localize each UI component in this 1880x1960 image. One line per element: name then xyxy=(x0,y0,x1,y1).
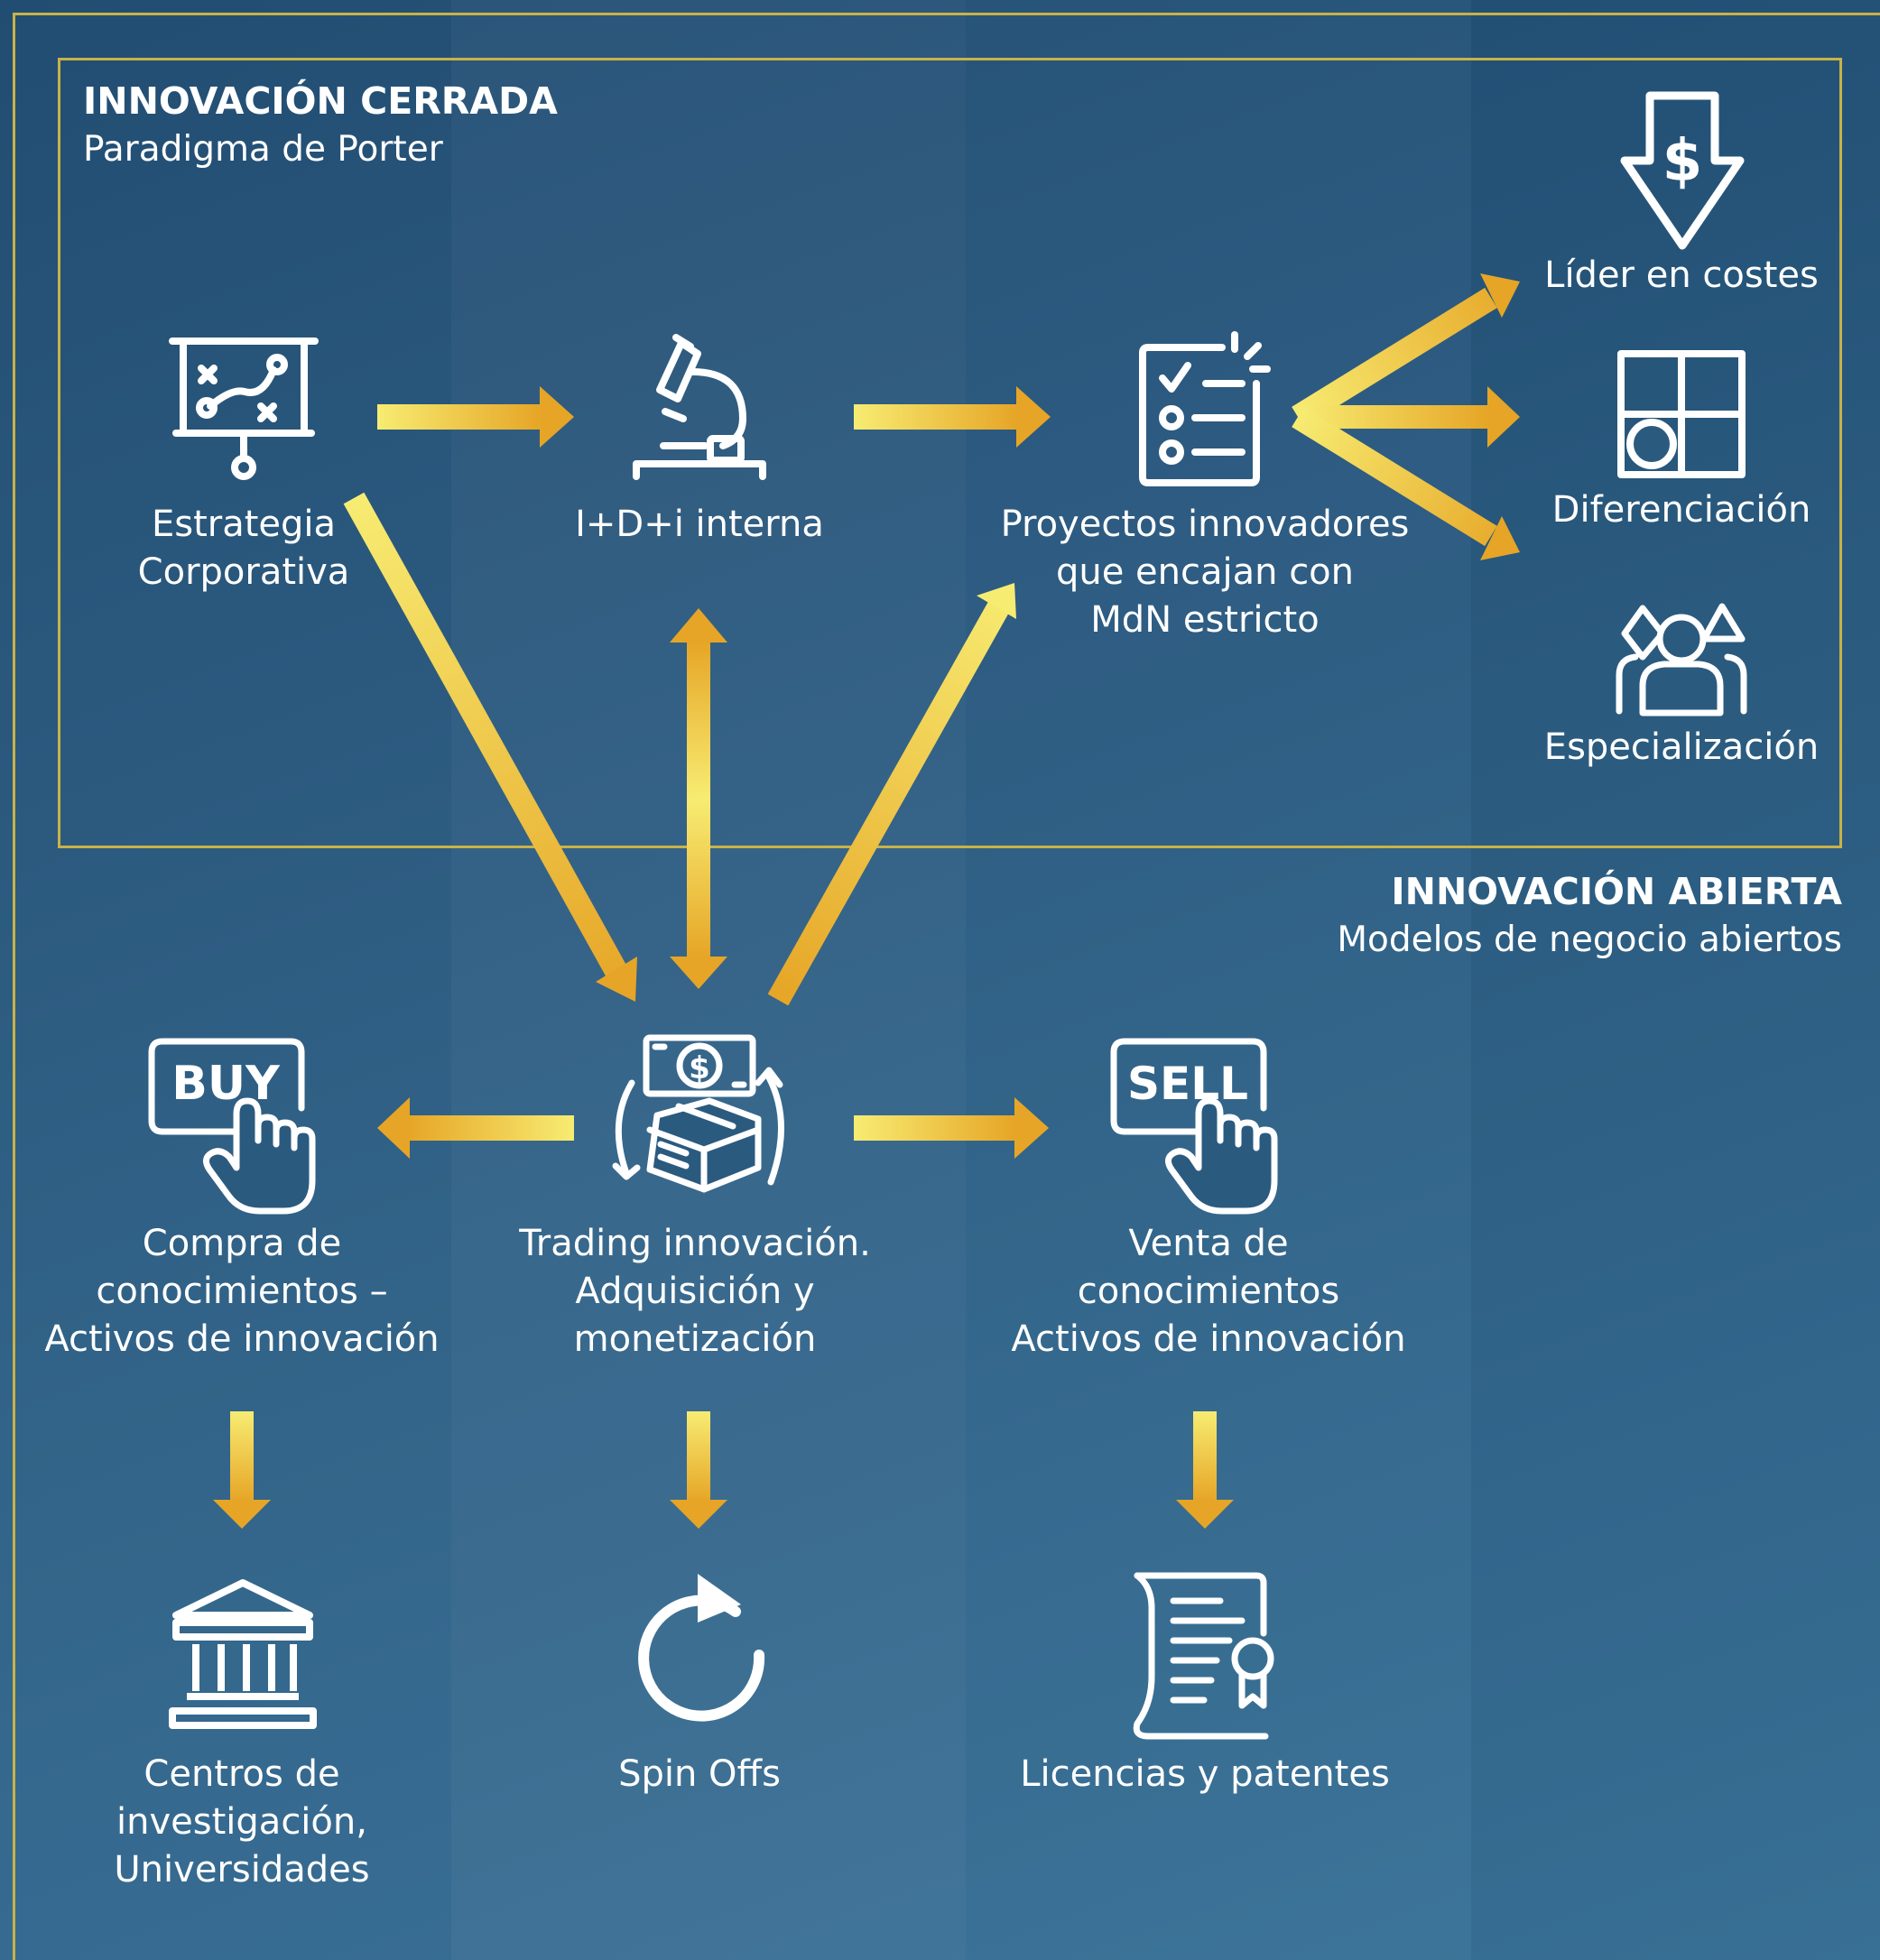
buy-button-icon: BUY xyxy=(148,1038,316,1215)
buy-label: BUY xyxy=(171,1057,281,1111)
university-building-icon xyxy=(169,1579,317,1729)
specialization-people-icon xyxy=(1616,603,1747,717)
strategy-label: Estrategia Corporativa xyxy=(137,504,350,593)
trading-label: Trading innovación. Adquisición y moneti… xyxy=(519,1223,871,1360)
arrow-trading-to-buy xyxy=(377,1097,574,1159)
arrow-strategy-to-trading xyxy=(343,492,637,1002)
license-certificate-icon xyxy=(1133,1572,1274,1740)
arrow-sell-to-licenses xyxy=(1176,1411,1234,1529)
spinoffs-label: Spin Offs xyxy=(618,1753,781,1795)
arrow-strategy-to-rnd xyxy=(377,386,574,448)
projects-label: Proyectos innovadores que encajan con Md… xyxy=(1000,504,1410,641)
sell-label: SELL xyxy=(1127,1058,1248,1110)
cost-down-arrow-icon: $ xyxy=(1620,91,1745,250)
differentiation-grid-icon xyxy=(1617,350,1746,478)
sell-knowledge-label: Venta de conocimientos Activos de innova… xyxy=(1011,1223,1406,1360)
closed-innovation-frame xyxy=(58,58,1842,848)
arrow-buy-to-research xyxy=(213,1411,271,1529)
arrow-trading-to-sell xyxy=(854,1097,1049,1159)
closed-innovation-title: INNOVACIÓN CERRADA xyxy=(83,79,558,123)
arrow-projects-to-differentiation xyxy=(1298,386,1520,448)
arrow-projects-to-cost-leader xyxy=(1292,273,1520,428)
arrow-trading-to-projects xyxy=(767,583,1016,1006)
arrow-rnd-trading-bidirectional xyxy=(670,608,727,989)
arrow-trading-to-spinoffs xyxy=(670,1411,727,1529)
strategy-board-icon xyxy=(169,337,319,480)
research-centers-label: Centros de investigación, Universidades xyxy=(114,1753,370,1891)
closed-innovation-subtitle: Paradigma de Porter xyxy=(83,129,443,170)
specialization-label: Especialización xyxy=(1543,726,1820,768)
cost-leader-label: Líder en costes xyxy=(1544,254,1819,296)
microscope-icon xyxy=(633,334,766,480)
dollar-sign: $ xyxy=(1662,128,1703,195)
trading-money-box-icon: $ xyxy=(612,1034,784,1193)
open-innovation-subtitle: Modelos de negocio abiertos xyxy=(1337,920,1842,960)
refresh-spinoff-icon xyxy=(638,1574,765,1722)
differentiation-label: Diferenciación xyxy=(1551,489,1811,531)
rnd-label: I+D+i interna xyxy=(575,504,824,545)
arrow-projects-to-specialization xyxy=(1292,406,1520,560)
open-innovation-title: INNOVACIÓN ABIERTA xyxy=(1391,870,1842,913)
background-panel xyxy=(451,0,966,1960)
licenses-label: Licencias y patentes xyxy=(1020,1753,1390,1795)
buy-knowledge-label: Compra de conocimientos – Activos de inn… xyxy=(44,1223,440,1360)
trading-dollar-sign: $ xyxy=(689,1050,710,1086)
arrow-rnd-to-projects xyxy=(854,386,1051,448)
sell-button-icon: SELL xyxy=(1110,1038,1278,1215)
outer-frame xyxy=(13,13,1880,1960)
checklist-icon xyxy=(1139,331,1271,486)
